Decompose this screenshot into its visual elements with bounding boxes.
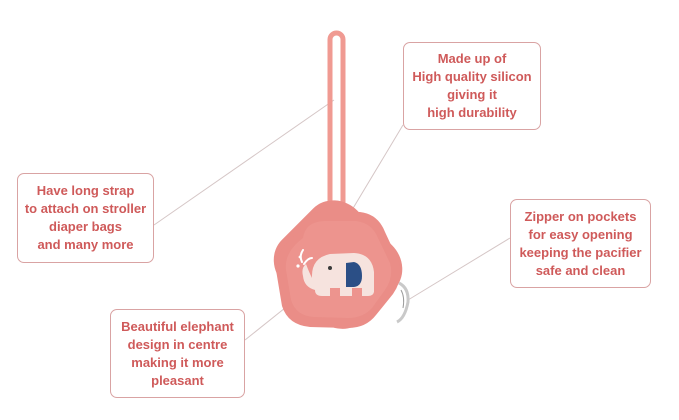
callout-line: Have long strap (36, 183, 135, 198)
callout-line: pleasant (151, 372, 204, 388)
leader-line-strap (153, 99, 335, 226)
callout-strap: Have long strap to attach on stroller di… (17, 173, 154, 263)
callout-material: Made up of High quality silicon giving i… (403, 42, 541, 130)
callout-elephant: Beautiful elephant design in centre maki… (110, 309, 245, 398)
callout-line: Beautiful elephant (121, 318, 234, 334)
callout-line: design in centre (127, 336, 228, 352)
callout-line: and many more (37, 237, 134, 252)
callout-line: High quality silicon (412, 69, 532, 84)
callout-line: keeping the pacifier (519, 244, 642, 260)
callout-line: making it more (131, 354, 224, 370)
callout-line: giving it (447, 87, 497, 102)
callout-line: Zipper on pockets (524, 208, 637, 224)
callout-line: high durability (427, 105, 517, 120)
callout-line: Made up of (437, 51, 507, 66)
callout-line: safe and clean (535, 262, 626, 278)
leader-line-material (351, 124, 404, 211)
callout-line: to attach on stroller (24, 201, 147, 216)
callout-zipper: Zipper on pockets for easy opening keepi… (510, 199, 651, 288)
callout-line: for easy opening (528, 226, 633, 242)
leader-line-zipper (407, 237, 511, 301)
elephant-icon (296, 249, 374, 296)
zipper-pull-icon (396, 281, 410, 324)
callout-line: diaper bags (49, 219, 122, 234)
